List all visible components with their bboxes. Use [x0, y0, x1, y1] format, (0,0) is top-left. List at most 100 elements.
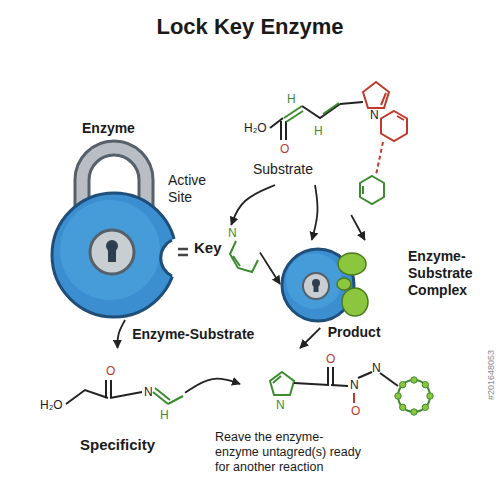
key-molecule [230, 241, 258, 272]
node-heading: Key [194, 239, 222, 257]
complex-figure [286, 253, 342, 309]
reaction-arrow [300, 328, 320, 348]
product-molecule [380, 373, 398, 386]
product-ring-dots [395, 393, 401, 399]
node-heading: Enzyme [82, 120, 135, 137]
complex-figure [337, 278, 351, 290]
lock-body [161, 240, 172, 276]
reaction-arrow [312, 185, 318, 240]
atom-label: O [280, 142, 289, 156]
complex-figure [338, 253, 366, 275]
atom-label: H [160, 408, 169, 422]
product-ring-dots [399, 404, 405, 410]
specificity-molecule [66, 390, 108, 404]
substrate-molecule [323, 103, 339, 114]
substrate-molecule [302, 104, 340, 118]
substrate-molecule [381, 93, 386, 105]
pyridine-group [381, 111, 407, 141]
node-text: Active Site [168, 172, 210, 206]
product-ring-dots [399, 381, 405, 387]
node-heading: Reave the enzyme- enzyme untagred(s) rea… [215, 430, 370, 475]
atom-label: N [276, 398, 285, 412]
lock-body [108, 246, 116, 262]
specificity-molecule [66, 380, 183, 404]
atom-label: H [314, 124, 323, 138]
reaction-arrow [231, 185, 275, 225]
atom-label: H₂O [244, 121, 267, 135]
product-molecule [358, 372, 372, 378]
atom-label: O [326, 352, 335, 366]
product-ring-dots [411, 409, 417, 415]
substrate-molecule [286, 111, 303, 122]
key-molecule [233, 256, 240, 266]
substrate-molecule [270, 82, 389, 140]
specificity-molecule [168, 396, 183, 404]
node-heading: Enzyme-Substrate Complex [408, 248, 488, 298]
lock-body [52, 193, 176, 317]
complex-figure [342, 288, 368, 316]
enzyme-substrate-complex: Enzyme-Substrate Complex [280, 240, 492, 328]
lock-body [52, 193, 200, 317]
arrow-label: Product [325, 324, 384, 341]
product-molecule [332, 367, 334, 385]
atom-label: N [350, 378, 359, 392]
product-molecule [327, 367, 329, 385]
pyridine-group [376, 142, 383, 175]
arrow-label: Enzyme-Substrate [129, 326, 257, 343]
specificity-molecule [105, 380, 107, 398]
lock-body [60, 200, 160, 300]
complex-figure [282, 249, 368, 321]
complex-figure [303, 273, 329, 299]
atom-label: O [351, 404, 360, 418]
pyridine-group: N [340, 100, 415, 215]
watermark: #201648053 [484, 350, 498, 400]
key-molecule [230, 241, 258, 272]
product-molecule [331, 385, 348, 386]
reaction-arrow [117, 320, 125, 348]
equals-sign [178, 248, 188, 251]
product-molecule [353, 393, 355, 403]
product-molecule [270, 367, 430, 412]
atom-label: N [144, 385, 153, 399]
product-molecule [273, 376, 281, 383]
product-molecule [270, 372, 294, 395]
node-heading: Substrate [253, 161, 313, 178]
equals-sign [178, 249, 188, 255]
pyridine-group [362, 186, 364, 194]
substrate-molecule [363, 82, 389, 108]
product-ring-dots [427, 393, 433, 399]
specificity-molecule [110, 392, 142, 398]
atom-label: O [106, 364, 115, 378]
product-molecule: Reave the enzyme- enzyme untagred(s) rea… [240, 348, 440, 428]
complex-figure [314, 283, 319, 292]
product-ring-dots [411, 377, 417, 383]
reaction-arrow [351, 215, 365, 240]
specificity-molecule [155, 388, 170, 400]
specificity-molecule [153, 392, 168, 404]
reaction-arrow [260, 253, 280, 285]
pyridine-group [397, 116, 404, 120]
substrate-molecule [340, 102, 363, 104]
equals-sign [178, 254, 188, 257]
atom-label: H [287, 92, 296, 106]
product-molecule [294, 383, 329, 385]
substrate-molecule [284, 106, 302, 118]
node-heading: N [370, 108, 379, 122]
atom-label: N [228, 226, 237, 240]
product-ring-dots [395, 377, 433, 415]
pyridine-group [360, 111, 407, 204]
lock-body [90, 230, 134, 274]
specificity-molecule [110, 380, 112, 398]
product-molecule [398, 380, 430, 412]
substrate-molecule [280, 121, 282, 140]
node-heading: Specificity [80, 436, 155, 454]
title: Lock Key Enzyme [0, 14, 500, 40]
atom-label: H₂O [40, 398, 63, 412]
reaction-arrow [185, 379, 240, 393]
atom-label: N [372, 361, 381, 375]
key-molecule: Key [188, 225, 260, 280]
product-ring-dots [422, 381, 428, 387]
substrate-molecule [285, 121, 287, 140]
